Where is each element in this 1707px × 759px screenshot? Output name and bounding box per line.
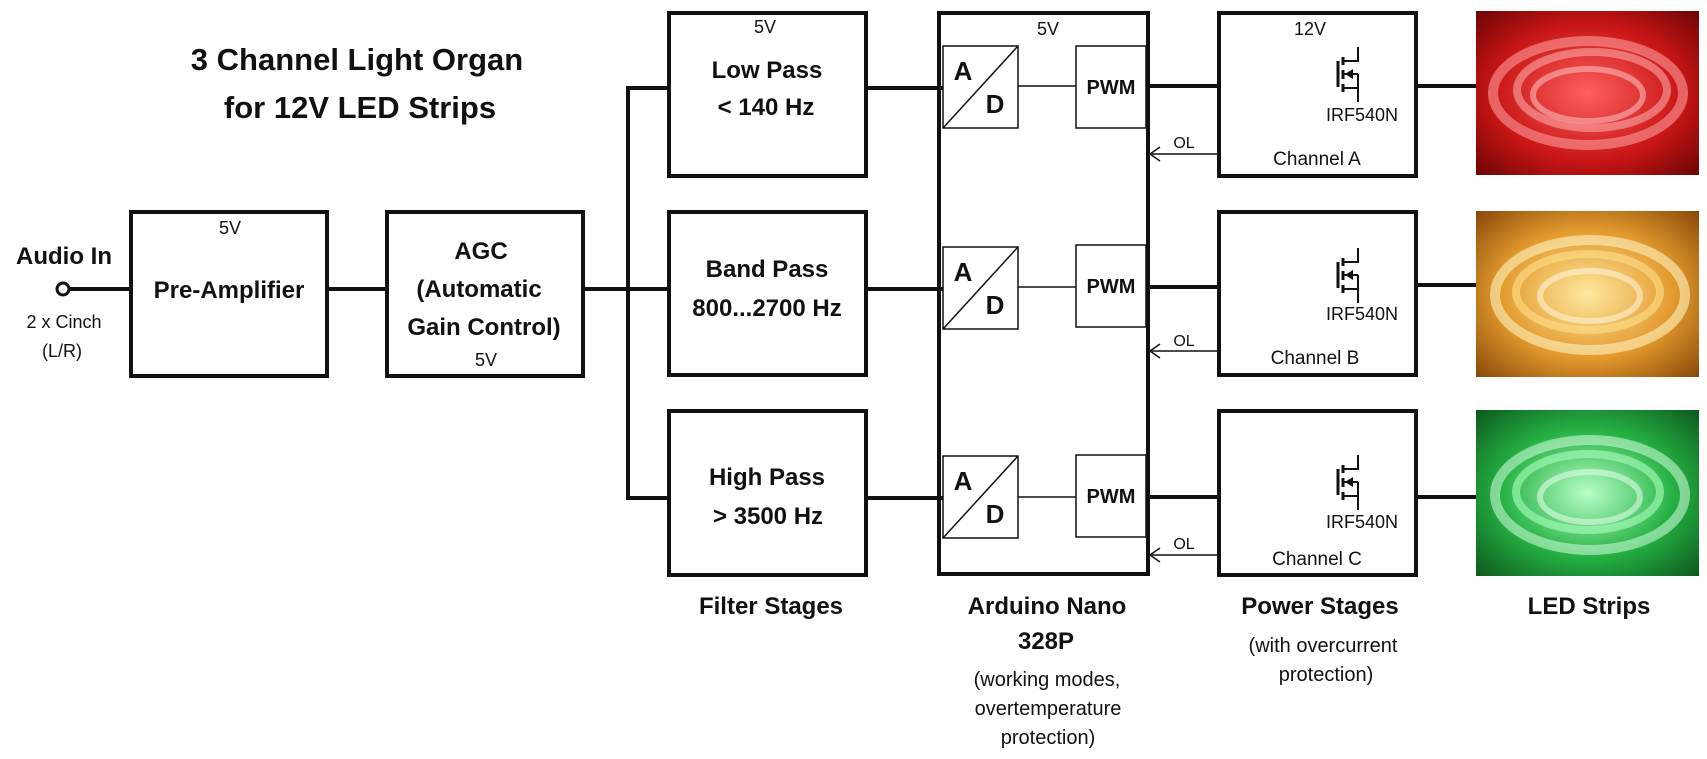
preamp-block: 5V Pre-Amplifier (129, 210, 329, 378)
audio-in-label: Audio In (16, 243, 112, 270)
arduino-caption-1: Arduino Nano (968, 593, 1127, 620)
preamp-label: Pre-Amplifier (154, 277, 305, 304)
channel-a-label: Channel A (1273, 149, 1361, 170)
title-line-2: for 12V LED Strips (224, 90, 496, 125)
pwm-a: PWM (1087, 77, 1136, 99)
ol-label-c: OL (1173, 536, 1194, 553)
agc-block: AGC (Automatic Gain Control) 5V (385, 210, 585, 378)
audio-jack-icon (55, 281, 71, 297)
svg-text:D: D (986, 89, 1005, 119)
band-pass-line-2: 800...2700 Hz (692, 295, 841, 322)
filter-stages-caption: Filter Stages (699, 593, 843, 620)
mosfet-icon (1336, 455, 1359, 510)
agc-line-3: Gain Control) (407, 314, 560, 341)
agc-voltage: 5V (475, 350, 497, 370)
power-stage-c: IRF540N Channel C (1217, 409, 1418, 577)
adc-b: A D PWM (942, 244, 1147, 330)
audio-in-sub-1: 2 x Cinch (26, 312, 101, 332)
led-strip-red-image (1476, 11, 1699, 175)
high-pass-block: High Pass > 3500 Hz (667, 409, 868, 577)
svg-text:A: A (954, 257, 973, 287)
pwm-c: PWM (1087, 486, 1136, 508)
svg-text:A: A (954, 56, 973, 86)
ol-label-a: OL (1173, 135, 1194, 152)
arduino-voltage: 5V (1037, 19, 1059, 39)
led-strip-green-image (1476, 410, 1699, 576)
signal-wires (69, 84, 1476, 500)
arduino-caption-2: 328P (1018, 628, 1074, 655)
ol-feedback-lines: OL OL OL (1148, 135, 1219, 563)
adc-c: A D PWM (942, 454, 1147, 539)
led-strip-amber-image (1476, 211, 1699, 377)
mosfet-label-a: IRF540N (1326, 105, 1398, 125)
mosfet-icon (1336, 248, 1359, 303)
band-pass-line-1: Band Pass (706, 256, 829, 283)
high-pass-line-1: High Pass (709, 464, 825, 491)
arduino-note-2: overtemperature (975, 698, 1122, 720)
band-pass-block: Band Pass 800...2700 Hz (667, 210, 868, 377)
preamp-voltage: 5V (219, 218, 241, 238)
mosfet-icon (1336, 47, 1359, 102)
power-stages-caption: Power Stages (1241, 593, 1398, 620)
channel-b-label: Channel B (1271, 348, 1360, 369)
arduino-block: 5V A D PWM A D PWM A D PWM (937, 11, 1150, 576)
low-pass-line-2: < 140 Hz (718, 94, 815, 121)
power-note-2: protection) (1279, 664, 1374, 686)
mosfet-label-b: IRF540N (1326, 304, 1398, 324)
power-note-1: (with overcurrent (1249, 635, 1398, 657)
audio-in-sub-2: (L/R) (42, 341, 82, 361)
arduino-note-1: (working modes, (974, 669, 1121, 691)
agc-line-2: (Automatic (416, 276, 541, 303)
low-pass-voltage: 5V (754, 17, 776, 37)
arduino-note-3: protection) (1001, 727, 1096, 749)
pwm-b: PWM (1087, 276, 1136, 298)
power-stage-b: IRF540N Channel B (1217, 210, 1418, 377)
svg-text:A: A (954, 466, 973, 496)
ol-label-b: OL (1173, 333, 1194, 350)
low-pass-block: 5V Low Pass < 140 Hz (667, 11, 868, 178)
high-pass-line-2: > 3500 Hz (713, 503, 823, 530)
svg-text:D: D (986, 499, 1005, 529)
power-stage-a: 12V IRF540N Channel A (1217, 11, 1418, 178)
agc-line-1: AGC (454, 238, 507, 265)
power-voltage: 12V (1294, 19, 1326, 39)
mosfet-label-c: IRF540N (1326, 512, 1398, 532)
adc-a: A D PWM (942, 45, 1147, 129)
title-line-1: 3 Channel Light Organ (191, 42, 523, 77)
low-pass-line-1: Low Pass (712, 57, 823, 84)
svg-text:D: D (986, 290, 1005, 320)
led-strips-caption: LED Strips (1528, 593, 1651, 620)
channel-c-label: Channel C (1272, 549, 1362, 570)
